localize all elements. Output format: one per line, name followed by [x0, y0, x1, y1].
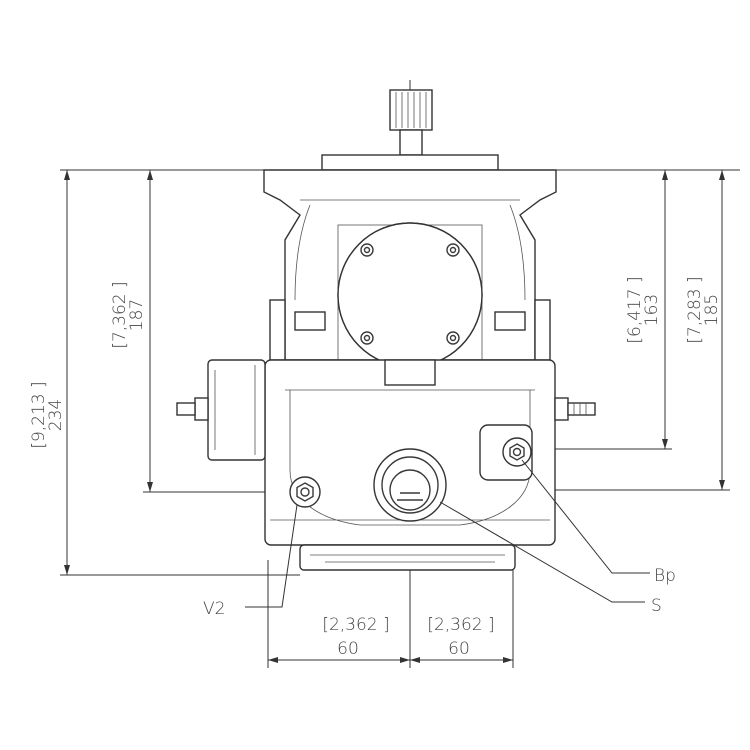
side-port-block: [207, 359, 266, 461]
dim-inch-label: [9,213 ]: [29, 381, 49, 448]
port-label-bp: Bp: [654, 566, 676, 586]
dim-inch-label: [2,362 ]: [322, 615, 389, 635]
dim-flange-to-s: [7,283 ] 185: [685, 276, 722, 343]
port-v2: [289, 476, 321, 508]
dim-inch-label: [6,417 ]: [625, 276, 645, 343]
dim-total-height: [9,213 ] 234: [29, 381, 66, 448]
port-s: [373, 448, 447, 522]
bottom-cover: [299, 544, 516, 571]
spline-shaft: [389, 89, 433, 131]
dim-left-offset: [2,362 ] 60: [322, 615, 389, 659]
dim-mm-label: 60: [448, 639, 470, 659]
dim-right-offset: [2,362 ] 60: [427, 615, 494, 659]
dim-inch-label: [2,362 ]: [427, 615, 494, 635]
port-bp: [502, 437, 532, 467]
dim-mm-label: 187: [127, 299, 147, 331]
dim-inch-label: [7,362 ]: [110, 281, 130, 348]
dim-mm-label: 234: [46, 399, 66, 431]
dim-flange-to-v2: [7,362 ] 187: [110, 281, 147, 348]
dim-mm-label: 185: [702, 294, 722, 326]
port-label-v2: V2: [203, 599, 225, 619]
dim-mm-label: 163: [642, 294, 662, 326]
dim-flange-to-bp: [6,417 ] 163: [625, 276, 662, 343]
dim-mm-label: 60: [337, 639, 359, 659]
leader-lines: [245, 459, 650, 608]
pilot-plate: [321, 154, 499, 171]
port-label-s: S: [651, 596, 662, 616]
dim-inch-label: [7,283 ]: [685, 276, 705, 343]
pump-body: [176, 89, 596, 571]
